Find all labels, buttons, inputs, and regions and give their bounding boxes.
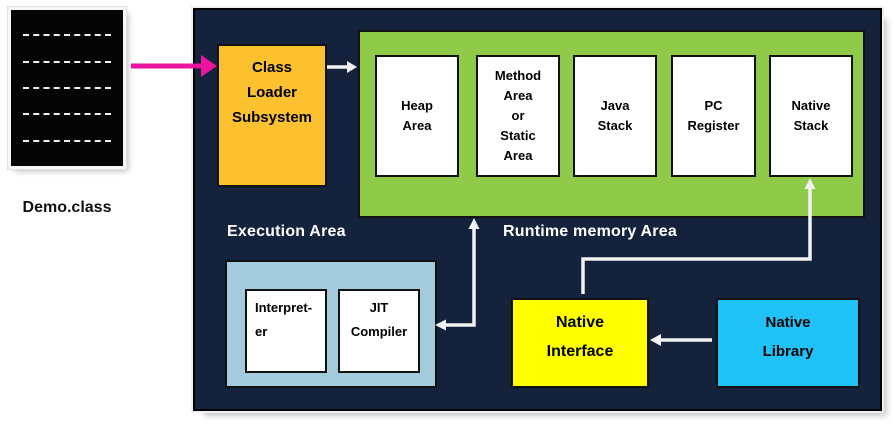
code-line xyxy=(23,86,111,89)
class-file-icon xyxy=(8,7,126,169)
interpreter-box: Interpret-er xyxy=(245,289,327,373)
class-file-label: Demo.class xyxy=(22,199,112,216)
code-line xyxy=(23,139,111,142)
code-line xyxy=(23,34,111,37)
code-line xyxy=(23,113,111,116)
execution-area-label: Execution Area xyxy=(227,223,346,240)
code-line xyxy=(23,60,111,63)
runtime-memory-area-label: Runtime memory Area xyxy=(503,223,677,240)
